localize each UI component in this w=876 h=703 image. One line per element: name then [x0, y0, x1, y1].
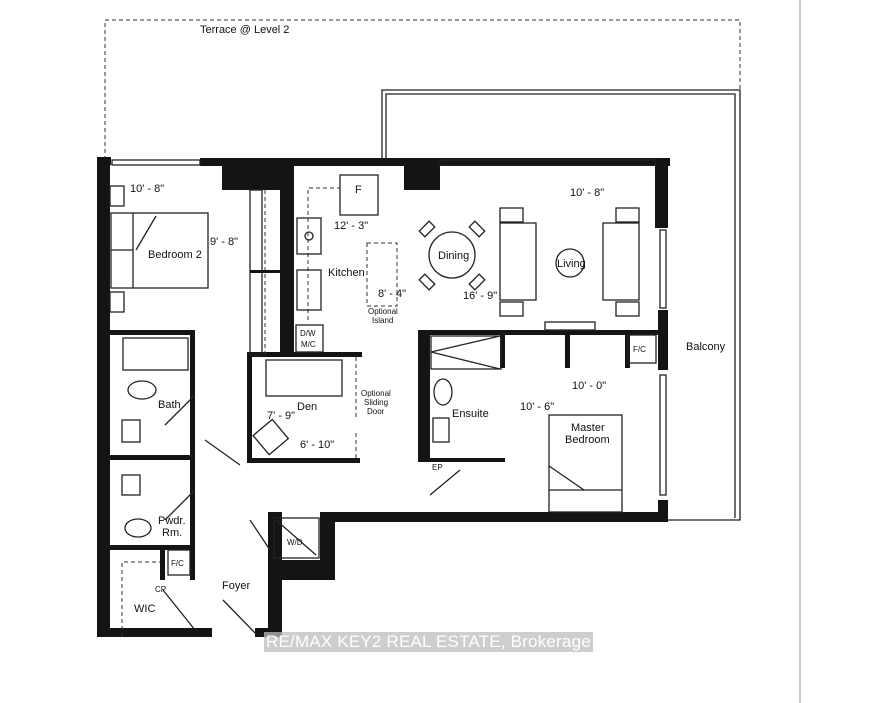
den-label: Den: [297, 401, 317, 413]
fridge-label: F: [355, 184, 362, 196]
watermark: RE/MAX KEY2 REAL ESTATE, Brokerage: [264, 632, 593, 652]
kitchen-label: Kitchen: [328, 267, 365, 279]
dim-bedroom2-width: 10' - 8": [130, 183, 164, 195]
bath-fixtures: [121, 337, 196, 538]
dim-den-depth: 6' - 10": [300, 439, 334, 451]
dining-label: Dining: [438, 250, 469, 262]
balcony-label: Balcony: [686, 341, 726, 353]
master-label-2: Bedroom: [565, 434, 610, 446]
dim-kitchen-depth: 8' - 4": [378, 288, 406, 300]
ensuite-label: Ensuite: [452, 408, 489, 420]
master-label-1: Master: [571, 422, 605, 434]
dim-master-depth: 10' - 6": [520, 401, 554, 413]
foyer-label: Foyer: [222, 580, 250, 592]
terrace-outline: [104, 19, 741, 160]
terrace-label: Terrace @ Level 2: [200, 24, 289, 36]
foyer-fixtures: [121, 439, 320, 637]
fc-label-1: F/C: [171, 559, 184, 568]
balcony-outline: [381, 89, 741, 521]
bath-label: Bath: [158, 399, 181, 411]
pwdr-label-2: Rm.: [162, 527, 182, 539]
wd-label: W/D: [287, 538, 303, 547]
dw-label: D/W: [300, 329, 316, 338]
island-label-2: Island: [372, 316, 393, 325]
sliding-label-1: Optional: [361, 389, 391, 398]
sliding-label-3: Door: [367, 407, 385, 416]
living-label: Living: [557, 258, 586, 270]
bedroom2-label: Bedroom 2: [148, 249, 202, 261]
wic-label: WIC: [134, 603, 155, 615]
fc-label-2: F/C: [633, 345, 646, 354]
living-furniture: [499, 207, 640, 331]
kitchen-fixtures: [295, 174, 398, 353]
walls: [97, 157, 670, 637]
windows: [111, 159, 667, 496]
den-furniture: [252, 357, 357, 460]
pwdr-label-1: Pwdr.: [158, 515, 186, 527]
sliding-label-2: Sliding: [364, 398, 388, 407]
cp-label: CP: [155, 585, 166, 594]
dim-living-depth: 16' - 9": [463, 290, 497, 302]
dim-bedroom2-depth: 9' - 8": [210, 236, 238, 248]
island-label-1: Optional: [368, 307, 398, 316]
dim-master-width: 10' - 0": [572, 380, 606, 392]
dining-table: [418, 220, 486, 291]
dim-den-width: 7' - 9": [267, 410, 295, 422]
mic-label: M/C: [301, 340, 316, 349]
dim-living-width: 10' - 8": [570, 187, 604, 199]
ensuite-fixtures: [429, 334, 657, 513]
dim-kitchen-width: 12' - 3": [334, 220, 368, 232]
bedroom2-furniture: [109, 185, 280, 356]
balcony-railing: [385, 93, 736, 518]
ep-label: EP: [432, 463, 443, 472]
